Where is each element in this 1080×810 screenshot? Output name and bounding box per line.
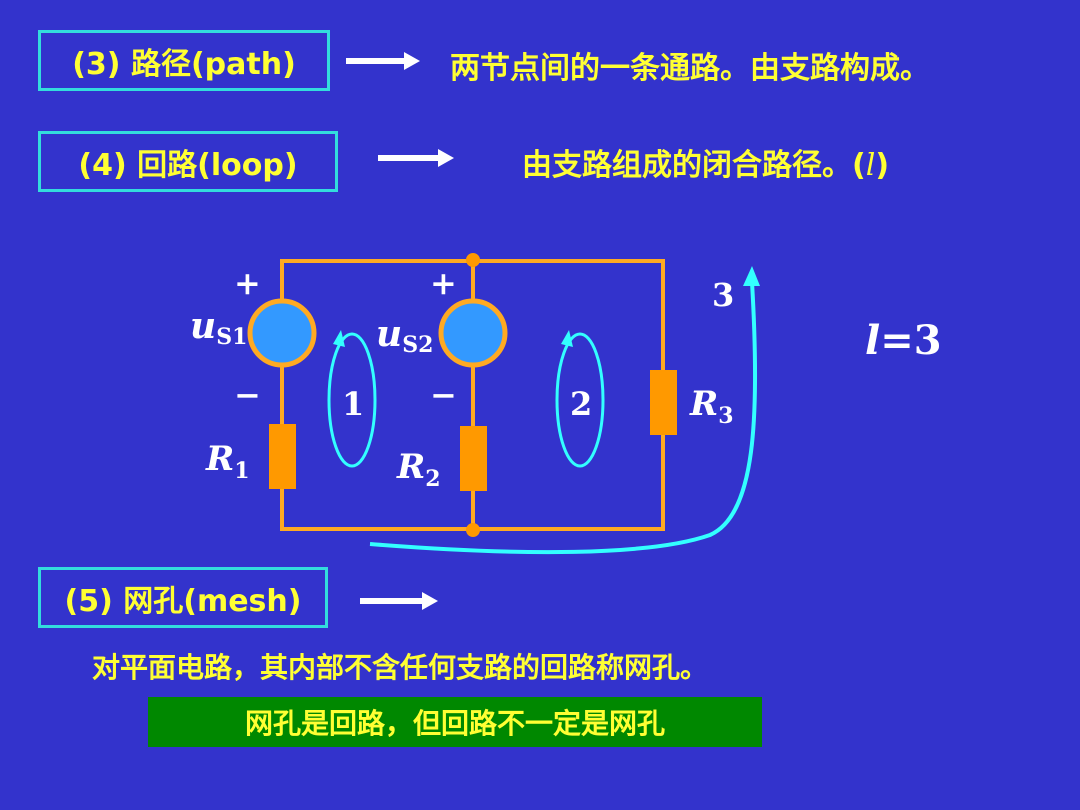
- resistor-r3: [650, 370, 677, 435]
- loop-arrow-1-head: [333, 330, 345, 347]
- loop-arrow-1: [327, 332, 377, 468]
- loop-arrow-2-head: [561, 330, 573, 347]
- top-node: [466, 253, 480, 267]
- loop-count: l=3: [865, 317, 942, 364]
- mesh-arrow: [360, 592, 438, 610]
- source-us2: [438, 298, 508, 368]
- minus-sign-us1: −: [234, 376, 261, 414]
- plus-sign-us1: +: [234, 264, 261, 302]
- label-r3: R3: [689, 384, 734, 429]
- resistor-r2: [460, 426, 487, 491]
- loop-number-1: 1: [342, 385, 364, 423]
- loop-arrow-3-head: [743, 266, 760, 286]
- bottom-node: [466, 523, 480, 537]
- loop-description-close: ): [875, 148, 890, 183]
- path-label-box: (3) 路径(path): [38, 30, 330, 91]
- resistor-r1: [269, 424, 296, 489]
- mesh-definition: 对平面电路，其内部不含任何支路的回路称网孔。: [92, 651, 709, 684]
- loop-number-2: 2: [570, 385, 592, 423]
- loop-description-text: 由支路组成的闭合路径。(: [522, 148, 866, 183]
- mesh-note-text: 网孔是回路，但回路不一定是网孔: [244, 707, 665, 740]
- path-description: 两节点间的一条通路。由支路构成。: [450, 51, 930, 86]
- source-us1: [247, 298, 317, 368]
- mesh-label: (5) 网孔(mesh): [64, 583, 302, 619]
- plus-sign-us2: +: [430, 264, 457, 302]
- minus-sign-us2: −: [430, 376, 457, 414]
- loop-label-box: (4) 回路(loop): [38, 131, 338, 192]
- label-us1: uS1: [190, 305, 247, 350]
- label-r2: R2: [396, 447, 441, 492]
- mesh-note: 网孔是回路，但回路不一定是网孔: [148, 697, 762, 747]
- label-us2: uS2: [376, 313, 433, 358]
- mesh-label-box: (5) 网孔(mesh): [38, 567, 328, 628]
- loop-number-3: 3: [712, 276, 734, 314]
- path-arrow: [346, 52, 420, 70]
- loop-arrow: [378, 149, 454, 167]
- loop-arrow-3: [369, 281, 758, 555]
- loop-arrow-2: [555, 332, 605, 468]
- path-label: (3) 路径(path): [72, 46, 296, 82]
- loop-symbol: l: [865, 148, 876, 183]
- loop-description: 由支路组成的闭合路径。(l): [522, 140, 889, 184]
- label-r1: R1: [205, 439, 250, 484]
- loop-label: (4) 回路(loop): [78, 147, 298, 183]
